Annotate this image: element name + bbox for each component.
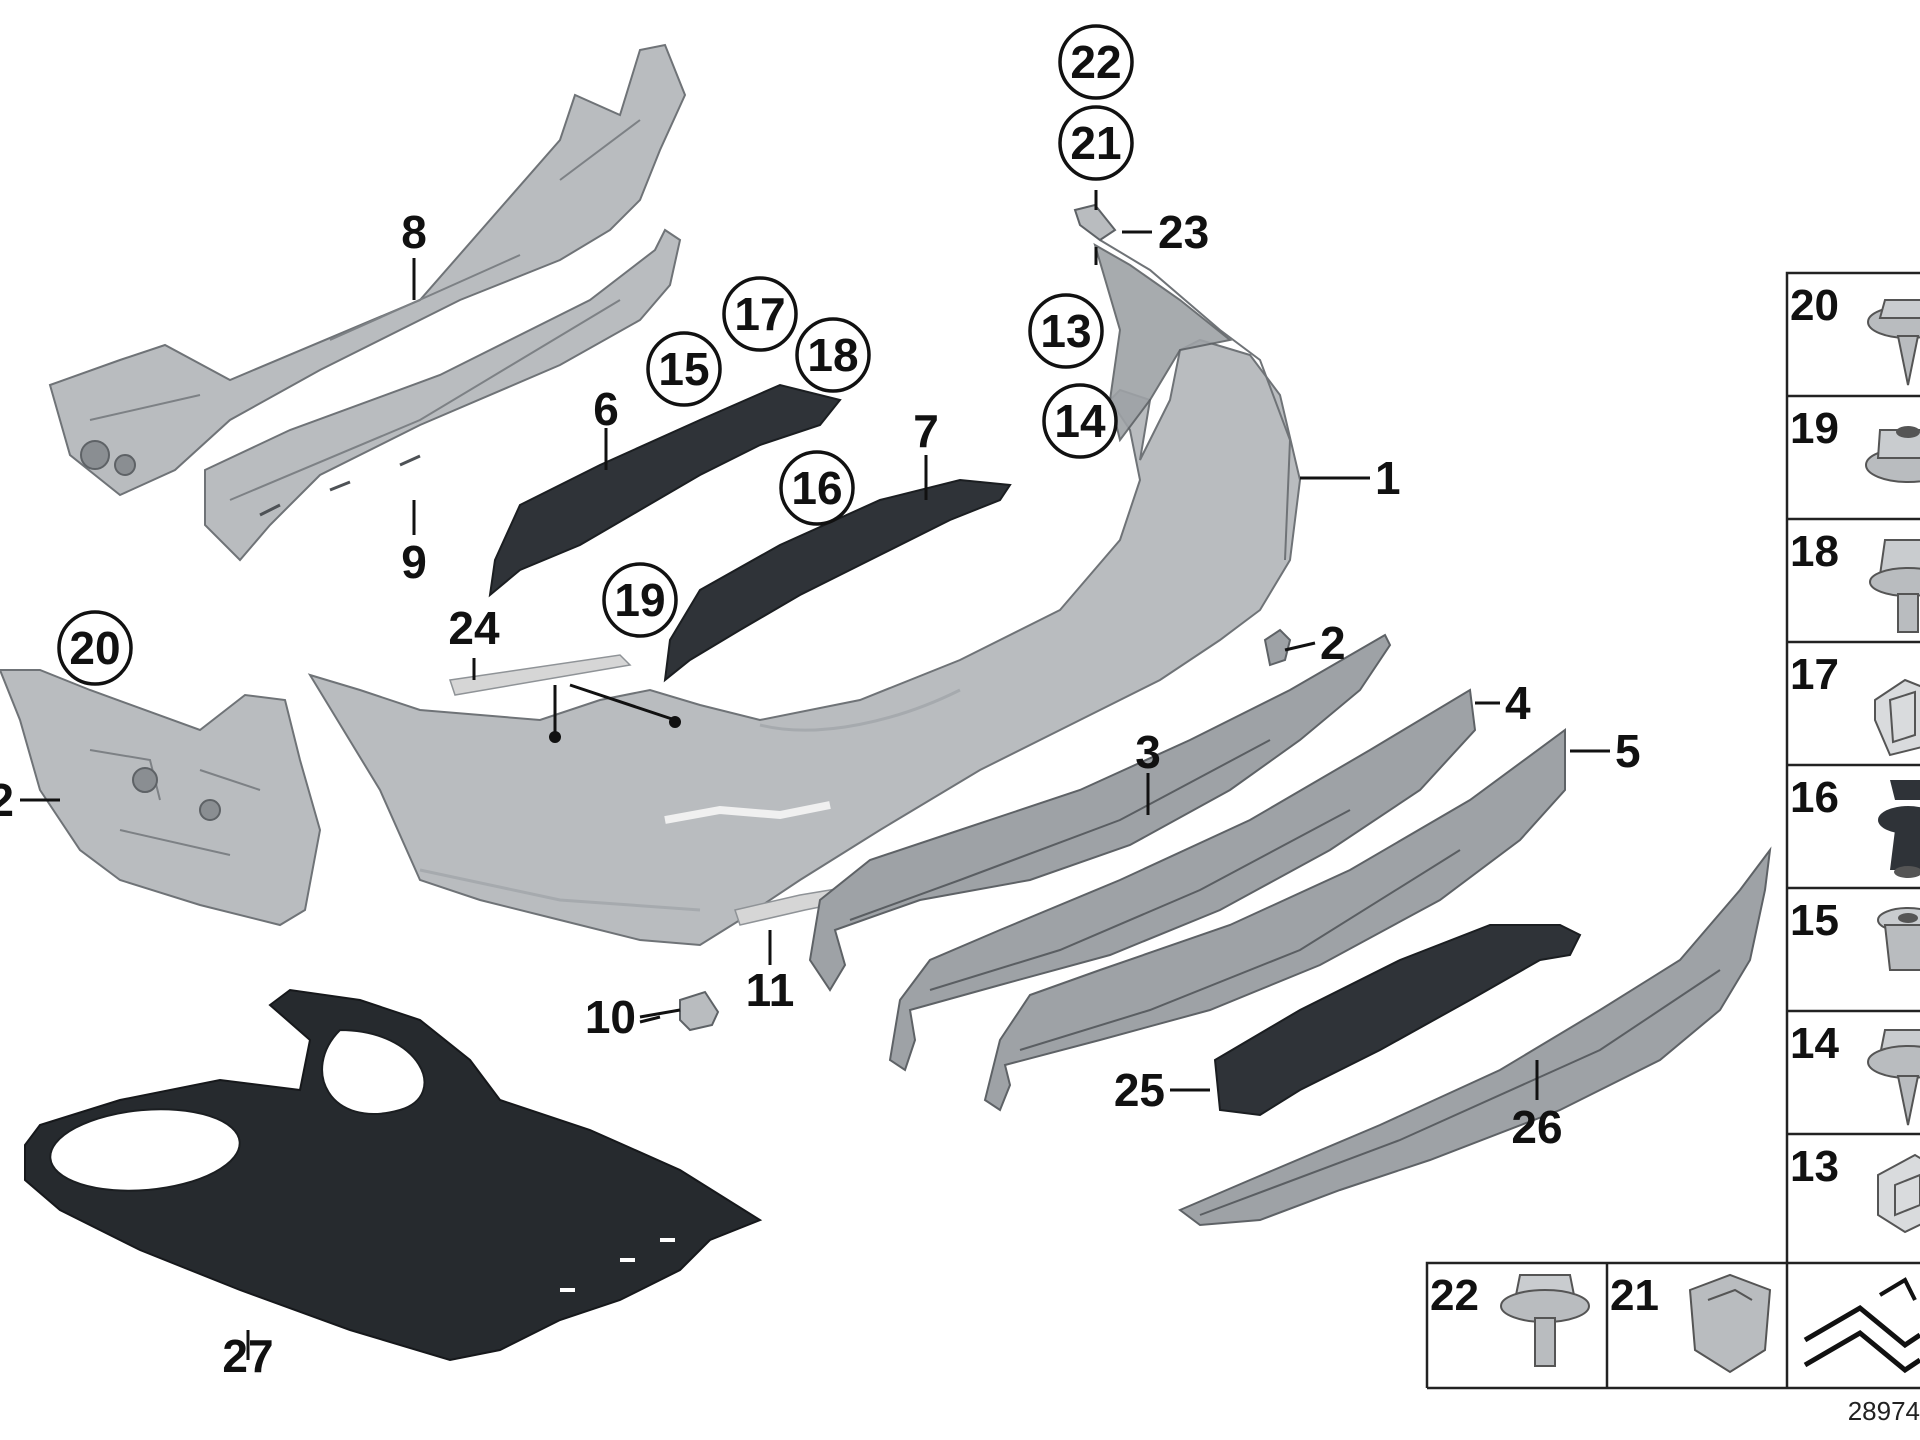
part-27-underbody-panel	[24, 988, 763, 1362]
callout-label: 1	[1375, 452, 1401, 504]
callout-label: 18	[807, 329, 858, 381]
fastener-panel: 20 19 18 17 16 15 14 13	[1785, 271, 1920, 1263]
fastener-label: 19	[1790, 404, 1839, 453]
spring-clip-icon	[1874, 678, 1920, 757]
diagram-reference-number: 28974	[1848, 1396, 1920, 1426]
callout-label: 11	[746, 964, 795, 1016]
sheet-metal-nut-icon	[1877, 1153, 1920, 1234]
circled-callouts	[57, 24, 1134, 686]
callout-label: 20	[69, 622, 120, 674]
fastener-label: 22	[1430, 1271, 1479, 1320]
part-25-air-duct	[1213, 924, 1582, 1117]
part-8-bumper-carrier	[48, 43, 687, 497]
hex-push-clip-icon	[1867, 1029, 1920, 1126]
callout-label: 2	[1320, 617, 1346, 669]
part-6-air-duct	[488, 383, 842, 598]
part-2-bracket	[1263, 628, 1292, 667]
callout-label: 7	[913, 405, 939, 457]
callout-label: 6	[593, 383, 619, 435]
callout-labels: 8 9 6 7 1 2 2 3 4 5 10 11 23 24 25 26 27…	[0, 36, 1641, 1382]
fastener-bottom-row: 22 21	[1425, 1261, 1920, 1390]
part-4-bumper-trim-strip	[888, 688, 1477, 1072]
part-2-side-bracket	[0, 669, 322, 927]
hex-flange-bolt-icon	[1500, 1274, 1590, 1367]
callout-label: 25	[1114, 1064, 1165, 1116]
callout-label: 21	[1070, 117, 1121, 169]
part-1-bumper-trim	[307, 239, 1302, 947]
square-clip-nut-icon	[1688, 1273, 1772, 1374]
expanding-rivet-icon	[1878, 780, 1920, 878]
callout-label: 19	[614, 574, 665, 626]
callout-label: 4	[1505, 677, 1531, 729]
fastener-label: 16	[1790, 773, 1839, 822]
callout-label: 3	[1135, 726, 1161, 778]
plastic-expansion-nut-icon	[1877, 907, 1920, 971]
callout-label: 14	[1054, 395, 1106, 447]
callout-label: 26	[1511, 1101, 1562, 1153]
part-10-clip	[679, 990, 720, 1032]
fastener-label: 21	[1610, 1271, 1659, 1320]
fastener-label: 14	[1790, 1019, 1839, 1068]
part-5-bumper-trim-strip	[983, 728, 1566, 1112]
callout-label: 10	[585, 991, 636, 1043]
part-24-trim-strip	[449, 654, 632, 696]
fastener-label: 13	[1790, 1142, 1839, 1191]
part-3-bumper-trim-strip	[808, 633, 1392, 992]
fastener-label: 20	[1790, 281, 1839, 330]
callout-label: 5	[1615, 725, 1641, 777]
part-26-diffuser	[1178, 846, 1772, 1227]
fastener-label: 15	[1790, 896, 1839, 945]
callout-label: 27	[222, 1330, 273, 1382]
part-23-bracket	[1073, 203, 1117, 242]
fastener-label: 17	[1790, 650, 1839, 699]
callout-label: 23	[1158, 206, 1209, 258]
callout-label: 9	[401, 536, 427, 588]
callout-label: 16	[791, 462, 842, 514]
callout-label: 17	[734, 288, 785, 340]
callout-label: 8	[401, 206, 427, 258]
callout-label: 13	[1040, 305, 1091, 357]
callout-label: 15	[658, 343, 709, 395]
leader-lines	[20, 190, 1610, 1360]
callout-label: 22	[1070, 36, 1121, 88]
cutting-line-icon	[1803, 1277, 1920, 1374]
flange-nut-icon	[1865, 426, 1920, 483]
callout-label: 24	[448, 602, 500, 654]
fastener-label: 18	[1790, 527, 1839, 576]
part-7-air-duct	[663, 478, 1012, 683]
part-9-bumper-carrier-lower	[204, 228, 682, 562]
hex-collar-screw-icon	[1869, 539, 1920, 633]
hex-push-clip-icon	[1867, 299, 1920, 386]
callout-label: 2	[0, 774, 14, 826]
